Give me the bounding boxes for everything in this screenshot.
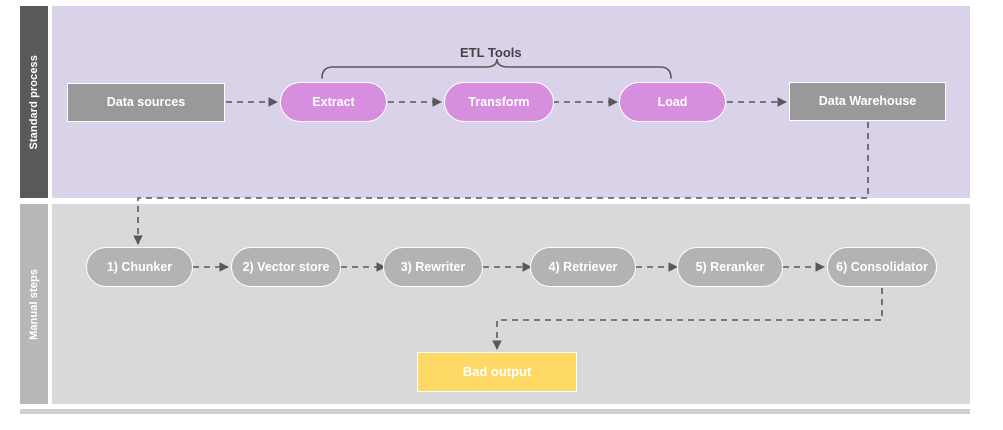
node-load-label: Load xyxy=(657,94,688,109)
node-extract[interactable]: Extract xyxy=(280,82,387,122)
node-retriever[interactable]: 4) Retriever xyxy=(530,247,636,287)
etl-tools-label: ETL Tools xyxy=(460,45,522,60)
node-extract-label: Extract xyxy=(312,94,355,109)
node-vector-store[interactable]: 2) Vector store xyxy=(231,247,341,287)
node-data-warehouse[interactable]: Data Warehouse xyxy=(789,82,946,121)
node-data-sources[interactable]: Data sources xyxy=(67,83,225,122)
node-bad-output[interactable]: Bad output xyxy=(417,352,577,392)
lane-header-standard-process: Standard process xyxy=(20,6,48,198)
node-data-sources-label: Data sources xyxy=(106,95,186,110)
node-retriever-label: 4) Retriever xyxy=(548,259,618,274)
node-data-warehouse-label: Data Warehouse xyxy=(818,94,917,109)
node-vector-store-label: 2) Vector store xyxy=(242,259,330,274)
node-reranker[interactable]: 5) Reranker xyxy=(677,247,783,287)
lane-header-standard-process-label: Standard process xyxy=(28,54,40,150)
node-chunker-label: 1) Chunker xyxy=(106,259,173,274)
lane-header-manual-steps: Manual steps xyxy=(20,204,48,404)
node-rewriter-label: 3) Rewriter xyxy=(400,259,466,274)
node-chunker[interactable]: 1) Chunker xyxy=(86,247,193,287)
node-transform[interactable]: Transform xyxy=(444,82,554,122)
node-reranker-label: 5) Reranker xyxy=(695,259,765,274)
node-consolidator-label: 6) Consolidator xyxy=(836,259,928,274)
node-transform-label: Transform xyxy=(468,94,530,109)
node-bad-output-label: Bad output xyxy=(462,363,532,379)
node-consolidator[interactable]: 6) Consolidator xyxy=(827,247,937,287)
node-load[interactable]: Load xyxy=(619,82,726,122)
node-rewriter[interactable]: 3) Rewriter xyxy=(383,247,483,287)
lane-header-manual-steps-label: Manual steps xyxy=(28,268,40,340)
footer-divider-bar xyxy=(20,409,970,414)
